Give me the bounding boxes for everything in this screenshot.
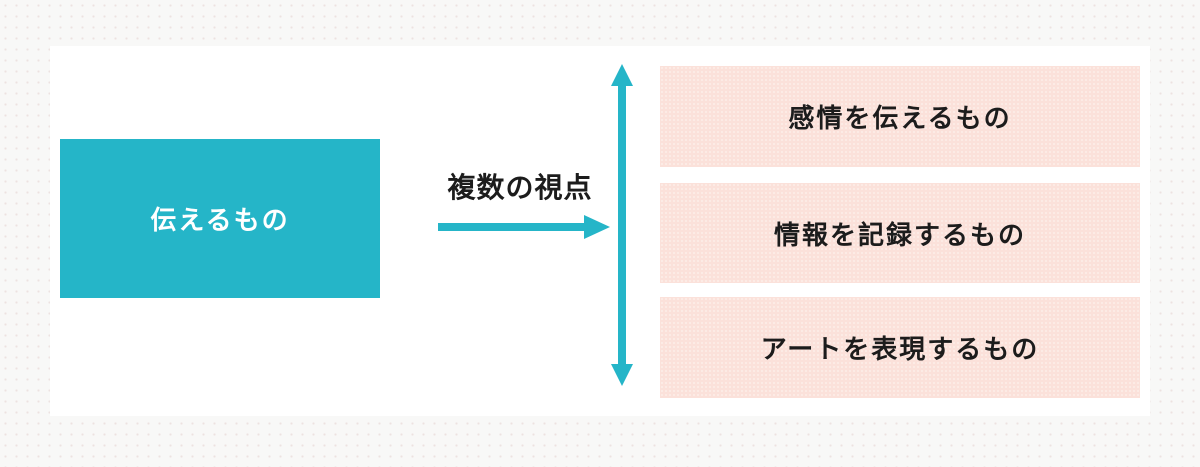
target-box: アートを表現するもの	[660, 297, 1140, 398]
source-box-label: 伝えるもの	[150, 205, 290, 235]
arrow-label: 複数の視点	[447, 172, 593, 203]
target-box: 情報を記録するもの	[660, 183, 1140, 283]
target-box-label: 情報を記録するもの	[773, 219, 1026, 250]
source-box: 伝えるもの	[60, 139, 380, 298]
target-box-label: アートを表現するもの	[760, 334, 1040, 364]
target-box: 感情を伝えるもの	[660, 66, 1140, 167]
vertical-double-arrow-icon	[611, 64, 633, 386]
target-box-label: 感情を伝えるもの	[788, 103, 1012, 133]
diagram-panel: 伝えるもの 複数の視点 感情を伝えるもの 情報を記録するもの アートを表現するも…	[50, 46, 1150, 416]
right-arrow-icon	[438, 215, 610, 239]
